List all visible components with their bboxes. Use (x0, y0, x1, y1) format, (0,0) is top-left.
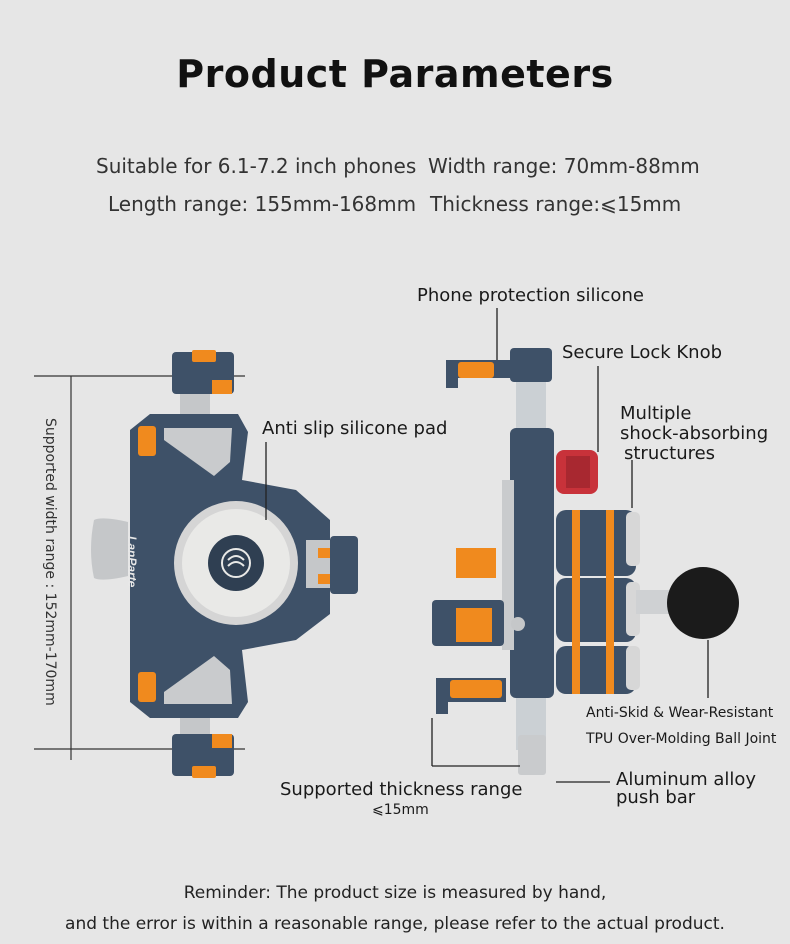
brand-logo: LanParte (125, 536, 139, 588)
push-bar-label-line2: push bar (616, 787, 696, 808)
callout-lines (265, 308, 709, 783)
reminder-line1: Reminder: The product size is measured b… (183, 883, 607, 903)
spec-suitable: Suitable for 6.1-7.2 inch phones (96, 154, 417, 178)
shock-label-line3: structures (624, 443, 716, 464)
thickness-value: ⩽15mm (372, 802, 429, 818)
phone-silicone-label: Phone protection silicone (417, 285, 644, 306)
shock-label-line1: Multiple (620, 403, 692, 424)
anti-slip-label: Anti slip silicone pad (262, 418, 448, 439)
push-bar-label-line1: Aluminum alloy (616, 769, 757, 790)
spec-length: Length range: 155mm-168mm (108, 192, 417, 216)
thickness-label: Supported thickness range (280, 779, 523, 800)
spec-width: Width range: 70mm-88mm (428, 154, 700, 178)
spec-thickness: Thickness range:⩽15mm (430, 192, 682, 216)
side-view-holder (432, 348, 739, 775)
ball-joint-label-line1: Anti-Skid & Wear-Resistant (586, 705, 774, 721)
shock-label-line2: shock-absorbing (620, 423, 769, 444)
width-supported-label: Supported width range : 152mm-170mm (42, 418, 58, 706)
lock-knob-label: Secure Lock Knob (562, 342, 723, 363)
front-view-holder (91, 350, 358, 778)
ball-joint-label-line2: TPU Over-Molding Ball Joint (586, 731, 777, 747)
reminder-line2: and the error is within a reasonable ran… (65, 914, 725, 934)
page-title: Product Parameters (176, 52, 614, 96)
